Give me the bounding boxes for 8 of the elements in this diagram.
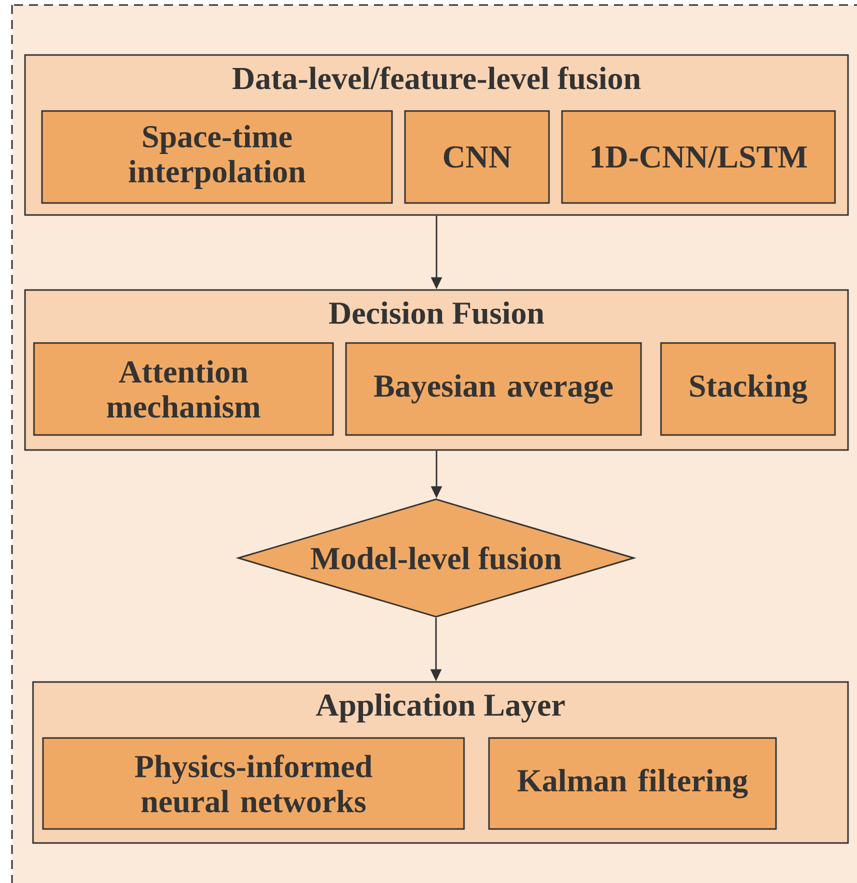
process-box: 1D-CNN/LSTM [561, 110, 836, 204]
process-box: CNN [404, 110, 550, 204]
process-box: Physics-informed neural networks [42, 737, 465, 830]
process-box: Bayesian average [345, 342, 642, 436]
process-box: Attention mechanism [33, 342, 334, 436]
process-box: Stacking [660, 342, 836, 436]
process-box: Kalman filtering [488, 737, 777, 830]
process-box: Space-time interpolation [41, 110, 393, 204]
